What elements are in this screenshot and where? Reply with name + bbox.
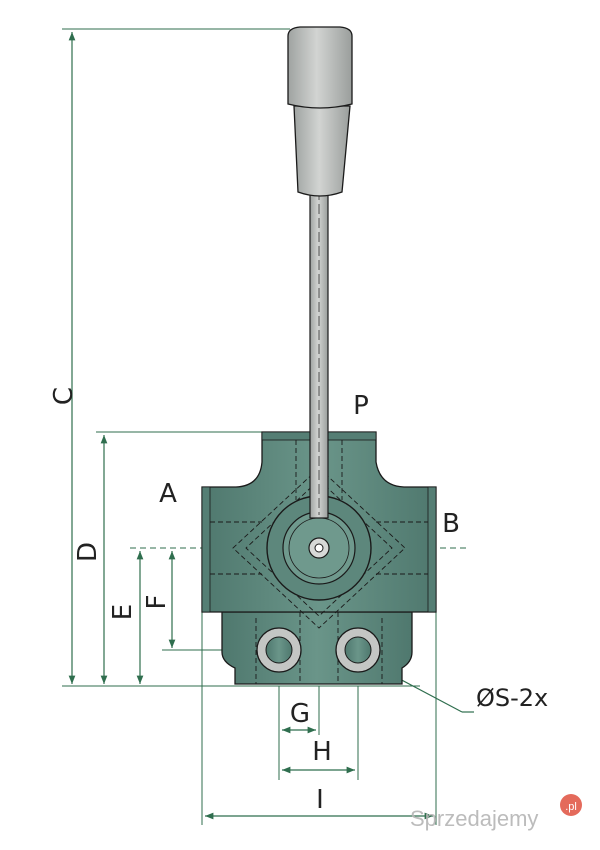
port-right: [335, 627, 381, 673]
lever-grip-lower: [293, 105, 351, 197]
label-p: P: [353, 391, 369, 421]
label-a: A: [159, 479, 177, 509]
label-h: H: [312, 737, 332, 767]
label-e: E: [108, 604, 138, 620]
label-i: I: [316, 785, 324, 815]
port-a-band: [201, 486, 211, 613]
watermark: Sprzedajemy .pl: [410, 794, 582, 831]
label-s: ØS-2x: [476, 684, 548, 712]
body-lower-block: [221, 611, 413, 685]
dimension-lines: [68, 32, 474, 820]
label-g: G: [290, 699, 310, 729]
label-c: C: [49, 387, 79, 405]
watermark-text: Sprzedajemy: [410, 806, 538, 831]
extension-lines: [62, 28, 470, 825]
port-b-band: [427, 486, 437, 613]
port-left: [256, 627, 302, 673]
labels: C D E F P A B G H I ØS-2x: [49, 387, 548, 815]
watermark-badge-icon: [560, 794, 582, 816]
watermark-badge: .pl: [565, 801, 577, 813]
hidden-lines: [210, 440, 428, 684]
lever: [287, 26, 353, 559]
label-d: D: [73, 542, 103, 562]
label-f: F: [142, 595, 172, 610]
label-b: B: [442, 509, 460, 539]
lever-knob: [287, 26, 353, 109]
